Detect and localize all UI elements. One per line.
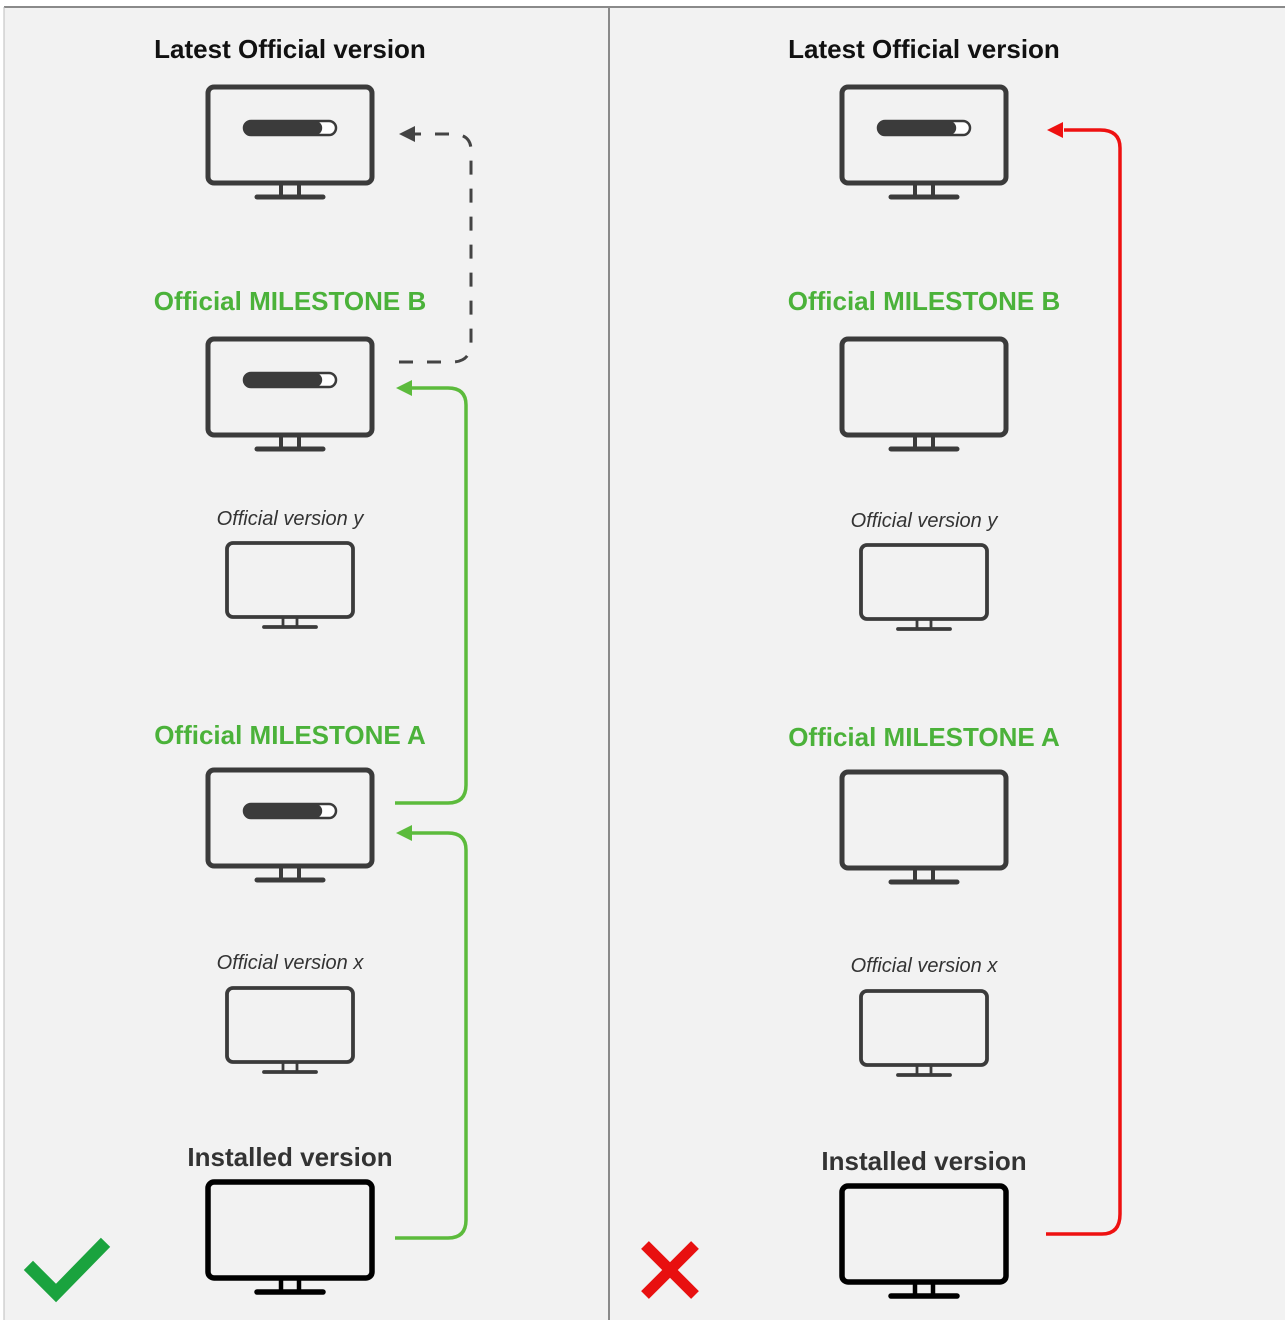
monitor-screen xyxy=(839,769,1009,871)
monitor-version-x-icon xyxy=(225,986,355,1074)
monitor-installed-icon xyxy=(839,1183,1009,1299)
monitor-screen xyxy=(859,989,989,1067)
latest-label-left: Latest Official version xyxy=(154,34,426,64)
version-y-label-left: Official version y xyxy=(216,508,364,530)
progress-fill xyxy=(244,804,323,818)
monitor-screen xyxy=(839,1183,1009,1285)
milestone-b-label-left: Official MILESTONE B xyxy=(153,286,427,316)
monitor-screen xyxy=(225,541,355,619)
arrowhead-latest-red xyxy=(1047,122,1063,138)
monitor-screen xyxy=(205,84,375,186)
monitor-milestone-a-icon xyxy=(205,767,375,883)
monitor-screen xyxy=(225,986,355,1064)
arrowhead-milestone-a xyxy=(396,825,412,841)
checkmark-icon xyxy=(23,1237,111,1303)
arrowhead-latest-dashed xyxy=(399,126,415,142)
cross-stroke-2 xyxy=(641,1241,699,1299)
monitor-installed-icon xyxy=(205,1179,375,1295)
path-installed-to-milestone-a xyxy=(395,831,468,1240)
monitor-screen xyxy=(205,767,375,869)
milestone-a-label-left: Official MILESTONE A xyxy=(154,720,426,750)
progress-fill xyxy=(878,121,957,135)
arrowhead-milestone-b xyxy=(396,380,412,396)
monitor-screen xyxy=(859,543,989,621)
path-milestone-b-to-latest-dashed xyxy=(399,132,473,364)
result-layer xyxy=(23,1237,699,1303)
right-panel-background xyxy=(610,8,1285,1320)
version-x-label-right: Official version x xyxy=(850,955,998,977)
monitor-version-x-icon xyxy=(859,989,989,1077)
path-milestone-a-to-milestone-b xyxy=(395,386,468,805)
monitors-layer xyxy=(205,84,1009,1299)
monitor-screen xyxy=(839,336,1009,438)
monitor-milestone-b-icon xyxy=(205,336,375,452)
version-x-label-left: Official version x xyxy=(216,952,364,974)
latest-label-right: Latest Official version xyxy=(788,34,1060,64)
progress-fill xyxy=(244,373,323,387)
monitor-version-y-icon xyxy=(859,543,989,631)
path-installed-to-latest xyxy=(1046,128,1122,1236)
left-panel-background xyxy=(4,8,608,1320)
cross-icon xyxy=(641,1241,699,1299)
installed-label-left: Installed version xyxy=(187,1142,393,1172)
version-y-label-right: Official version y xyxy=(850,510,998,532)
installed-label-right: Installed version xyxy=(821,1146,1027,1176)
milestone-b-label-right: Official MILESTONE B xyxy=(787,286,1061,316)
monitor-screen xyxy=(205,336,375,438)
progress-fill xyxy=(244,121,323,135)
paths-layer xyxy=(395,122,1122,1240)
monitor-version-y-icon xyxy=(225,541,355,629)
monitor-latest-icon xyxy=(205,84,375,200)
monitor-milestone-b-icon xyxy=(839,336,1009,452)
monitor-screen xyxy=(205,1179,375,1281)
milestone-a-label-right: Official MILESTONE A xyxy=(788,722,1060,752)
monitor-milestone-a-icon xyxy=(839,769,1009,885)
monitor-latest-icon xyxy=(839,84,1009,200)
monitor-screen xyxy=(839,84,1009,186)
